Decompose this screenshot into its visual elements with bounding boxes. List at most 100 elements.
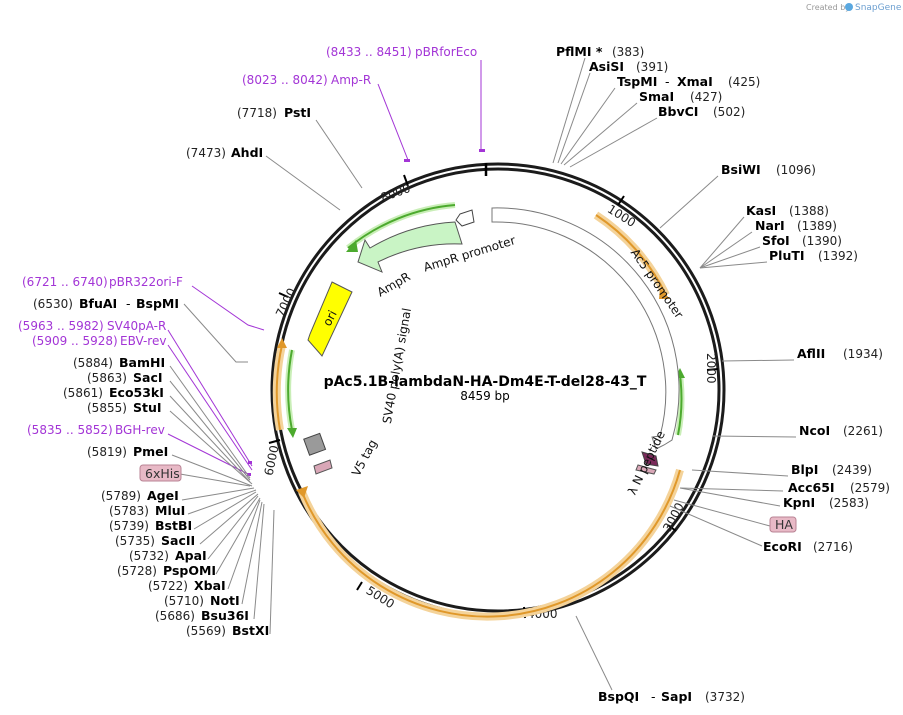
svg-text:(383): (383): [612, 45, 644, 59]
site-apai: ApaI: [175, 548, 207, 563]
svg-text:(5863): (5863): [87, 371, 127, 385]
svg-text:(5722): (5722): [148, 579, 188, 593]
v5-tag-block: [313, 459, 333, 475]
svg-text:(5861): (5861): [63, 386, 103, 400]
svg-text:(1096): (1096): [776, 163, 816, 177]
svg-text:(6530): (6530): [33, 297, 73, 311]
svg-text:(2261): (2261): [843, 424, 883, 438]
site-kasi: KasI: [746, 203, 776, 218]
svg-text:-: -: [651, 689, 656, 704]
site-sfoi: SfoI: [762, 233, 790, 248]
orf-arc-left: [275, 344, 283, 431]
feature-6xhis-tag-box: [139, 464, 182, 482]
svg-text:(1392): (1392): [818, 249, 858, 263]
svg-text:(5783): (5783): [109, 504, 149, 518]
site-psti: PstI: [284, 105, 311, 120]
site-acc65i: Acc65I: [788, 480, 835, 495]
primer-bghrev: BGH-rev: [115, 423, 165, 437]
svg-text:(2439): (2439): [832, 463, 872, 477]
svg-text:(391): (391): [636, 60, 668, 74]
svg-text:(5739): (5739): [109, 519, 149, 533]
svg-text:(2583): (2583): [829, 496, 869, 510]
svg-text:(3732): (3732): [705, 690, 745, 704]
svg-text:(5686): (5686): [155, 609, 195, 623]
svg-text:(5819): (5819): [87, 445, 127, 459]
feature-ampr: AmpR: [375, 269, 413, 299]
svg-text:-: -: [665, 74, 670, 89]
orf-arrowhead-main: [296, 486, 308, 498]
tick-6000: 6000: [262, 444, 282, 477]
site-bamhi: BamHI: [119, 355, 165, 370]
primer-pbr322ori-range: (6721 .. 6740): [22, 275, 108, 289]
site-sacii: SacII: [161, 533, 195, 548]
svg-text:(427): (427): [690, 90, 722, 104]
site-noti: NotI: [210, 593, 240, 608]
svg-text:(5884): (5884): [73, 356, 113, 370]
primer-ebvrev-range: (5909 .. 5928): [32, 334, 118, 348]
svg-text:(7718): (7718): [237, 106, 277, 120]
orf-band-main: [298, 468, 684, 621]
snapgene-logo-icon: [845, 3, 853, 11]
sites-right: PflMI * (383) AsiSI (391) TspMI - XmaI (…: [552, 44, 890, 704]
site-blpi: BlpI: [791, 462, 818, 477]
site-ncoi: NcoI: [799, 423, 830, 438]
primer-pbrforeco-range: (8433 .. 8451): [326, 45, 412, 59]
svg-text:(1389): (1389): [797, 219, 837, 233]
svg-text:(1388): (1388): [789, 204, 829, 218]
primer-sv40pa-range: (5963 .. 5982): [18, 319, 104, 333]
ampr-promoter-arrow: [455, 209, 475, 227]
svg-text:(1390): (1390): [802, 234, 842, 248]
svg-text:(5732): (5732): [129, 549, 169, 563]
site-saci: SacI: [133, 370, 163, 385]
svg-text:(1934): (1934): [843, 347, 883, 361]
svg-text:(502): (502): [713, 105, 745, 119]
ori-arrow: [307, 281, 353, 357]
site-bsiwi: BsiWI: [721, 162, 761, 177]
svg-text:(2716): (2716): [813, 540, 853, 554]
ha-block: [635, 464, 657, 475]
orf-arc-1: [595, 214, 667, 296]
feature-ha-tag-box: [769, 516, 797, 533]
primer-sv40pa: SV40pA-R: [107, 319, 166, 333]
primer-pbr322ori: pBR322ori-F: [109, 275, 183, 289]
watermark-created-by: Created by: [806, 3, 850, 12]
svg-text:(5789): (5789): [101, 489, 141, 503]
site-mlui: MluI: [155, 503, 185, 518]
sv40-polya-block: [303, 432, 327, 456]
svg-text:(7473): (7473): [186, 146, 226, 160]
primer-bghrev-range: (5835 .. 5852): [27, 423, 113, 437]
site-agei: AgeI: [147, 488, 179, 503]
svg-text:(425): (425): [728, 75, 760, 89]
feature-lambda-n: λ N peptide: [625, 429, 668, 497]
primer-ebvrev: EBV-rev: [120, 334, 166, 348]
svg-text:-: -: [126, 296, 131, 311]
feature-v5-tag: V5 tag: [349, 437, 380, 478]
primers: (8433 .. 8451) pBRforEco (8023 .. 8042) …: [18, 45, 485, 476]
feature-sv40-polya: SV40 poly(A) signal: [380, 307, 414, 425]
site-pflmi: PflMI *: [556, 44, 603, 59]
primer-pbrforeco: pBRforEco: [415, 45, 477, 59]
primer-ampr-range: (8023 .. 8042): [242, 73, 328, 87]
lambda-n-block: [641, 451, 659, 467]
sites-left: (7718) PstI (7473) AhdI (6530) BfuAI - B…: [33, 105, 363, 638]
feature-ha-tag: HA: [775, 517, 793, 532]
svg-text:(5855): (5855): [87, 401, 127, 415]
site-pluti: PluTI: [769, 248, 805, 263]
site-smai: SmaI: [639, 89, 674, 104]
site-stui: StuI: [133, 400, 162, 415]
site-ecori: EcoRI: [763, 539, 802, 554]
site-aflii: AflII: [797, 346, 825, 361]
orf-arrowhead-left: [277, 338, 287, 348]
site-kpni: KpnI: [783, 495, 815, 510]
site-tspmi: TspMI: [617, 74, 657, 89]
ac5-promoter-arrow: [491, 207, 680, 450]
orf-arc-main: [301, 469, 681, 618]
site-bfuai: BfuAI: [79, 296, 117, 311]
watermark-brand: SnapGene: [855, 3, 902, 13]
site-xbai: XbaI: [194, 578, 226, 593]
site-eco53ki: Eco53kI: [109, 385, 164, 400]
primer-ampr: Amp-R: [331, 73, 371, 87]
tick-8000: 8000: [379, 181, 412, 205]
site-pmei: PmeI: [133, 444, 168, 459]
